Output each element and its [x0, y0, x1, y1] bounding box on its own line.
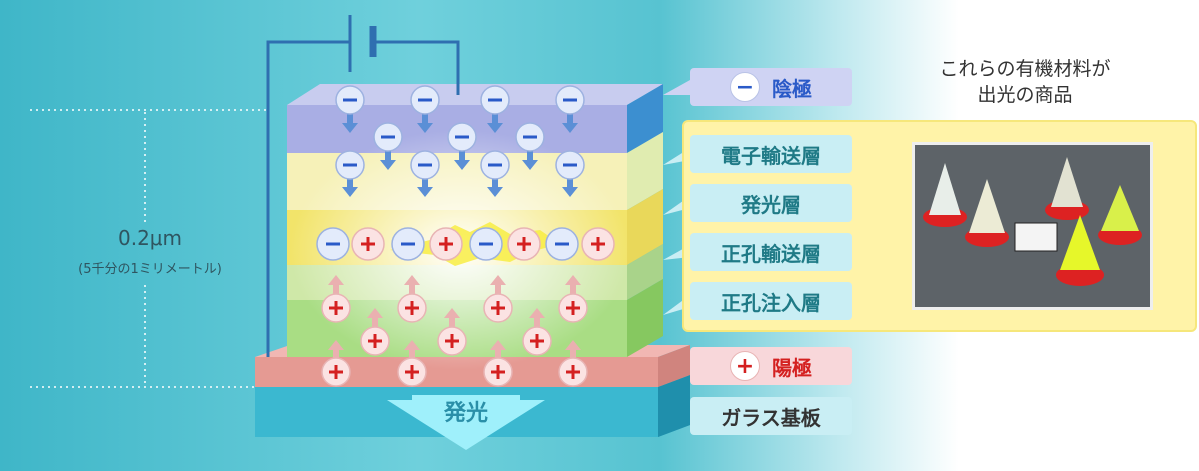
battery-circuit — [266, 15, 460, 357]
organic-stack — [287, 84, 663, 370]
label-emission-layer: 発光層 — [690, 184, 852, 222]
sign-bar — [596, 237, 600, 251]
arrow-up-icon — [490, 275, 506, 295]
arrow-up-icon — [328, 275, 344, 295]
sign-bar — [522, 237, 526, 251]
sign-bar — [410, 365, 414, 379]
arrow-up-icon — [529, 308, 545, 328]
label-glass-substrate: ガラス基板 — [690, 397, 852, 435]
arrow-up-icon — [328, 340, 344, 360]
arrow-up-icon — [444, 308, 460, 328]
arrow-down-icon — [417, 177, 433, 197]
arrow-down-icon — [487, 113, 503, 133]
plus-icon: + — [730, 351, 760, 381]
arrow-up-icon — [565, 340, 581, 360]
sign-bar — [563, 98, 577, 102]
sign-bar — [563, 163, 577, 167]
arrow-down-icon — [562, 177, 578, 197]
arrow-up-icon — [404, 340, 420, 360]
arrow-down-icon — [487, 177, 503, 197]
minus-icon: − — [730, 72, 760, 102]
arrow-down-icon — [380, 150, 396, 170]
sign-bar — [381, 135, 395, 139]
label-anode: + 陽極 — [690, 347, 852, 385]
sign-bar — [418, 163, 432, 167]
sign-bar — [343, 98, 357, 102]
sign-bar — [496, 301, 500, 315]
sign-bar — [326, 242, 340, 246]
sign-bar — [334, 301, 338, 315]
sign-bar — [455, 135, 469, 139]
sign-bar — [343, 163, 357, 167]
product-photo-image — [915, 145, 1150, 307]
arrow-down-icon — [454, 150, 470, 170]
sign-bar — [496, 365, 500, 379]
arrow-down-icon — [522, 150, 538, 170]
sample-bottles — [923, 157, 1142, 286]
products-title-line1: これらの有機材料が — [939, 58, 1111, 80]
products-title: これらの有機材料が 出光の商品 — [880, 56, 1170, 108]
label-cathode: −陰極 — [690, 68, 852, 106]
arrow-up-icon — [404, 275, 420, 295]
arrow-up-icon — [490, 340, 506, 360]
sign-bar — [401, 242, 415, 246]
sign-bar — [450, 334, 454, 348]
thickness-note: (5千分の1ミリメートル) — [78, 262, 222, 277]
arrow-down-icon — [417, 113, 433, 133]
arrow-down-icon — [342, 177, 358, 197]
sign-bar — [366, 237, 370, 251]
sign-bar — [373, 334, 377, 348]
arrow-up-icon — [565, 275, 581, 295]
sign-bar — [571, 301, 575, 315]
thickness-guides — [30, 109, 270, 388]
label-cathode-text: 陰極 — [772, 76, 812, 101]
sign-bar — [555, 242, 569, 246]
charges — [316, 85, 615, 387]
products-title-line2: 出光の商品 — [977, 84, 1073, 106]
sign-bar — [523, 135, 537, 139]
sign-bar — [334, 365, 338, 379]
sign-bar — [418, 98, 432, 102]
arrow-down-icon — [562, 113, 578, 133]
emission-arrow: 発光 — [387, 395, 545, 450]
sign-bar — [488, 98, 502, 102]
arrow-up-icon — [367, 308, 383, 328]
sign-bar — [571, 365, 575, 379]
label-anode-text: 陽極 — [772, 355, 812, 380]
label-electron-transport-layer: 電子輸送層 — [690, 135, 852, 173]
label-hole-transport-layer: 正孔輸送層 — [690, 233, 852, 271]
thickness-value: 0.2μm — [117, 226, 182, 250]
sign-bar — [488, 163, 502, 167]
arrow-down-icon — [342, 113, 358, 133]
sign-bar — [479, 242, 493, 246]
emission-text: 発光 — [443, 401, 488, 426]
sign-bar — [535, 334, 539, 348]
label-hole-injection-layer: 正孔注入層 — [690, 282, 852, 320]
sign-bar — [444, 237, 448, 251]
product-photo — [912, 142, 1153, 310]
sign-bar — [410, 301, 414, 315]
